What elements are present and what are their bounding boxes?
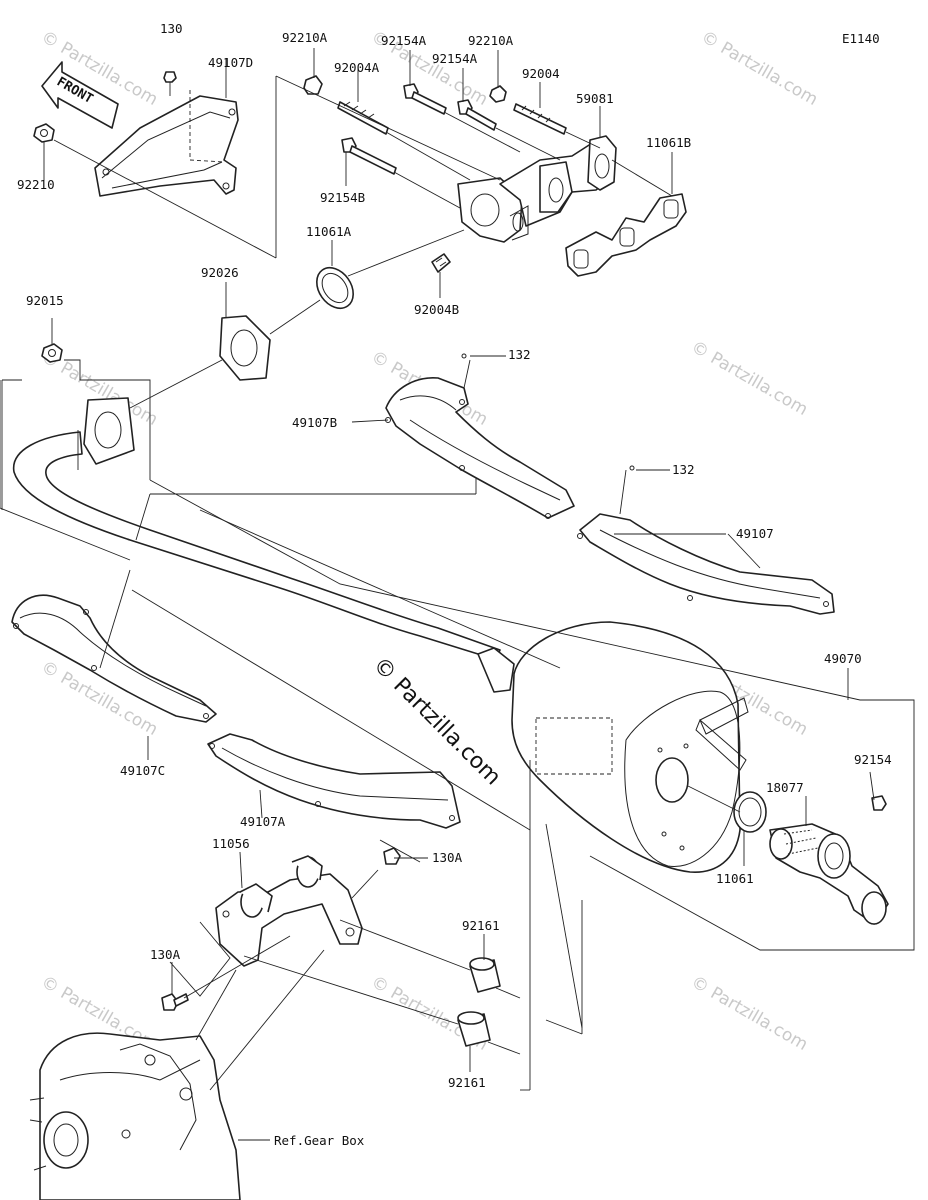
collar-92161-lower[interactable] xyxy=(457,1011,491,1047)
heat-guard-49107[interactable] xyxy=(577,465,835,615)
label-132-lower[interactable]: 132 xyxy=(672,462,695,477)
label-92154a-left[interactable]: 92154A xyxy=(381,33,427,48)
label-92004b[interactable]: 92004B xyxy=(414,302,459,317)
nut-92015[interactable] xyxy=(41,343,63,363)
bolt-92154a-left[interactable] xyxy=(403,83,447,115)
label-92154b[interactable]: 92154B xyxy=(320,190,365,205)
label-11061b[interactable]: 11061B xyxy=(646,135,691,150)
watermark-text: © Partzilla.com xyxy=(698,27,822,110)
collar-92161-upper[interactable] xyxy=(469,957,501,993)
tail-pipe-18077[interactable] xyxy=(769,823,889,925)
nut-92210[interactable] xyxy=(33,123,55,143)
label-92210[interactable]: 92210 xyxy=(17,177,55,192)
label-11056[interactable]: 11056 xyxy=(212,836,250,851)
label-49107[interactable]: 49107 xyxy=(736,526,774,541)
bolt-92154a-right[interactable] xyxy=(457,99,497,131)
label-92004[interactable]: 92004 xyxy=(522,66,560,81)
label-49107a[interactable]: 49107A xyxy=(240,814,286,829)
watermark-text: © Partzilla.com xyxy=(688,337,812,420)
label-92210a-right[interactable]: 92210A xyxy=(468,33,514,48)
gasket-11061b[interactable] xyxy=(565,193,687,277)
label-92015[interactable]: 92015 xyxy=(26,293,64,308)
label-49107c[interactable]: 49107C xyxy=(120,763,165,778)
label-11061[interactable]: 11061 xyxy=(716,871,754,886)
heat-guard-49107a[interactable] xyxy=(207,733,461,829)
bolt-130a-upper[interactable] xyxy=(383,847,401,865)
gasket-11061[interactable] xyxy=(733,791,767,833)
exhaust-pipe[interactable] xyxy=(12,397,515,693)
bolt-130a-lower[interactable] xyxy=(161,993,189,1011)
label-49107d[interactable]: 49107D xyxy=(208,55,253,70)
watermark-main: © Partzilla.com xyxy=(368,653,506,791)
exhaust-manifold-59081[interactable] xyxy=(457,135,617,243)
label-130a-upper[interactable]: 130A xyxy=(432,850,463,865)
label-59081[interactable]: 59081 xyxy=(576,91,614,106)
heat-guard-49107b[interactable] xyxy=(385,353,575,519)
label-ref-gear-box: Ref.Gear Box xyxy=(274,1133,365,1148)
label-130[interactable]: 130 xyxy=(160,21,183,36)
label-130a-lower[interactable]: 130A xyxy=(150,947,181,962)
gasket-11061a[interactable] xyxy=(309,261,360,315)
stud-92004b[interactable] xyxy=(431,253,451,273)
label-92004a[interactable]: 92004A xyxy=(334,60,380,75)
label-18077[interactable]: 18077 xyxy=(766,780,804,795)
stud-92004[interactable] xyxy=(513,103,567,135)
label-92154[interactable]: 92154 xyxy=(854,752,892,767)
heat-guard-49107c[interactable] xyxy=(11,594,217,723)
bolt-130[interactable] xyxy=(163,71,177,96)
label-92154a-right[interactable]: 92154A xyxy=(432,51,478,66)
bracket-11056[interactable] xyxy=(215,855,363,967)
diagram-code: E1140 xyxy=(842,31,880,46)
bolt-92154b[interactable] xyxy=(341,137,397,175)
label-11061a[interactable]: 11061A xyxy=(306,224,352,239)
label-92161-upper[interactable]: 92161 xyxy=(462,918,500,933)
gear-box-reference xyxy=(29,1032,241,1200)
label-49070[interactable]: 49070 xyxy=(824,651,862,666)
label-92026[interactable]: 92026 xyxy=(201,265,239,280)
nut-92210a-right[interactable] xyxy=(489,85,507,103)
watermark-text: © Partzilla.com xyxy=(688,972,812,1055)
label-92210a-left[interactable]: 92210A xyxy=(282,30,328,45)
bolt-92154[interactable] xyxy=(871,795,887,811)
heat-guard-49107d[interactable] xyxy=(94,95,239,197)
nut-92210a-left[interactable] xyxy=(303,75,323,95)
stud-92004a[interactable] xyxy=(337,101,389,135)
muffler-49070[interactable] xyxy=(511,621,749,873)
gasket-92026[interactable] xyxy=(219,315,271,381)
label-49107b[interactable]: 49107B xyxy=(292,415,337,430)
label-132-upper[interactable]: 132 xyxy=(508,347,531,362)
leader-lines xyxy=(0,48,915,1141)
label-92161-lower[interactable]: 92161 xyxy=(448,1075,486,1090)
part-labels: 130 49107D 92210A 92154A 92210A 92004A 9… xyxy=(17,21,892,1148)
